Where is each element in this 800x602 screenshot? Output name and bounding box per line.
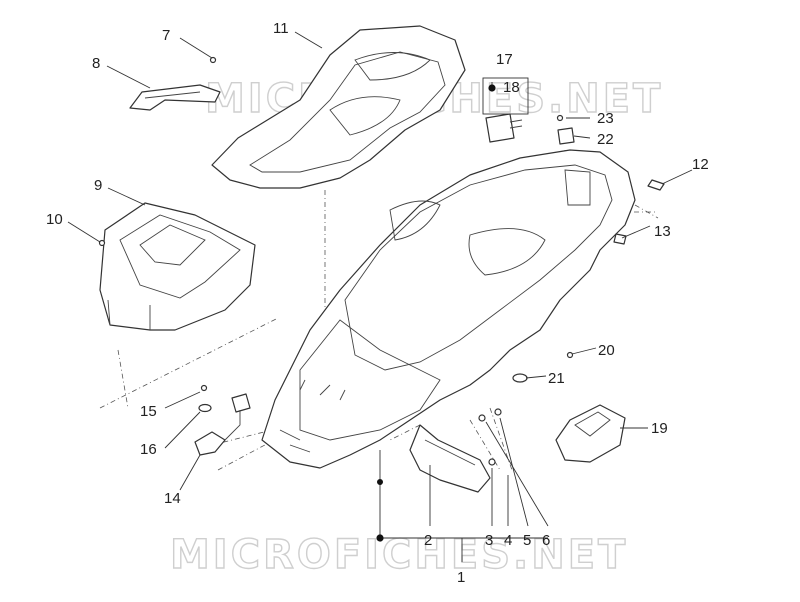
callout-16: 16	[140, 441, 157, 458]
callout-6: 6	[542, 532, 550, 549]
helmet-compartment-part	[261, 149, 636, 469]
callout-11: 11	[273, 20, 289, 37]
callout-12: 12	[692, 156, 709, 173]
callout-5: 5	[523, 532, 531, 549]
callout-1: 1	[457, 569, 465, 586]
callout-7: 7	[162, 27, 170, 44]
connector-part	[556, 114, 575, 145]
battery-cover-part	[99, 202, 256, 331]
callout-4: 4	[504, 532, 512, 549]
side-cover-part	[555, 404, 626, 463]
switch-part	[194, 384, 251, 456]
callout-22: 22	[597, 131, 614, 148]
callout-3: 3	[485, 532, 493, 549]
callout-20: 20	[598, 342, 615, 359]
callout-9: 9	[94, 177, 102, 194]
callout-18: 18	[503, 79, 520, 96]
callout-10: 10	[46, 211, 63, 228]
callout-23: 23	[597, 110, 614, 127]
seat-part	[211, 25, 466, 189]
lower-panel-part	[409, 424, 491, 493]
callout-17: 17	[496, 51, 513, 68]
bracket-part	[129, 84, 221, 111]
watermark-bottom: MICROFICHES.NET	[170, 532, 628, 578]
fasteners	[98, 56, 665, 466]
leader-dots	[376, 84, 496, 542]
callout-14: 14	[164, 490, 181, 507]
leader-lines	[67, 31, 693, 562]
callout-21: 21	[548, 370, 565, 387]
callout-2: 2	[424, 532, 432, 549]
callout-15: 15	[140, 403, 157, 420]
callout-19: 19	[651, 420, 668, 437]
callout-8: 8	[92, 55, 100, 72]
callout-labels: 1 2 3 4 5 6 7 8 9 10 11 12 13 14 15 16 1…	[46, 20, 709, 586]
relay-part	[482, 77, 529, 143]
callout-13: 13	[654, 223, 671, 240]
